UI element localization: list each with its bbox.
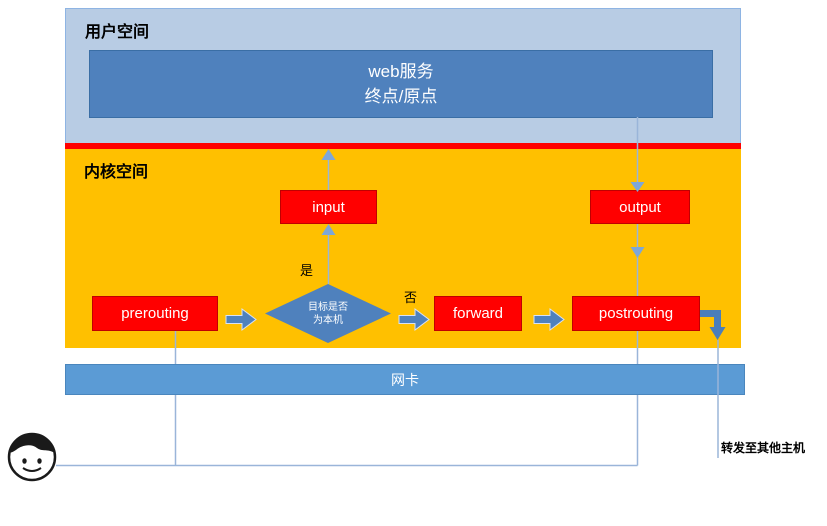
face-smile bbox=[22, 467, 42, 472]
client-face-icon bbox=[7, 432, 57, 482]
web-service-line2: 终点/原点 bbox=[364, 87, 438, 106]
node-prerouting: prerouting bbox=[92, 296, 218, 331]
node-output: output bbox=[590, 190, 690, 224]
kernel-space-label: 内核空间 bbox=[84, 164, 149, 181]
face-left-eye bbox=[22, 458, 27, 464]
web-service-box: web服务 终点/原点 bbox=[89, 50, 713, 118]
node-forward: forward bbox=[434, 296, 522, 331]
node-postrouting: postrouting bbox=[572, 296, 700, 331]
user-space-label: 用户空间 bbox=[85, 24, 150, 41]
nic-bar: 网卡 bbox=[65, 364, 745, 395]
decision-line2: 为本机 bbox=[313, 314, 343, 326]
face-right-eye bbox=[37, 458, 42, 464]
face-hair bbox=[9, 434, 55, 453]
decision-line1: 目标是否 bbox=[308, 301, 348, 313]
forward-note: 转发至其他主机 bbox=[721, 441, 806, 455]
user-space-panel: 用户空间 web服务 终点/原点 bbox=[65, 8, 741, 146]
node-input: input bbox=[280, 190, 377, 224]
user-kernel-divider bbox=[65, 143, 741, 149]
label-no: 否 bbox=[404, 290, 418, 305]
web-service-line1: web服务 bbox=[368, 61, 434, 81]
nic-label: 网卡 bbox=[391, 371, 419, 388]
label-yes: 是 bbox=[300, 263, 314, 278]
